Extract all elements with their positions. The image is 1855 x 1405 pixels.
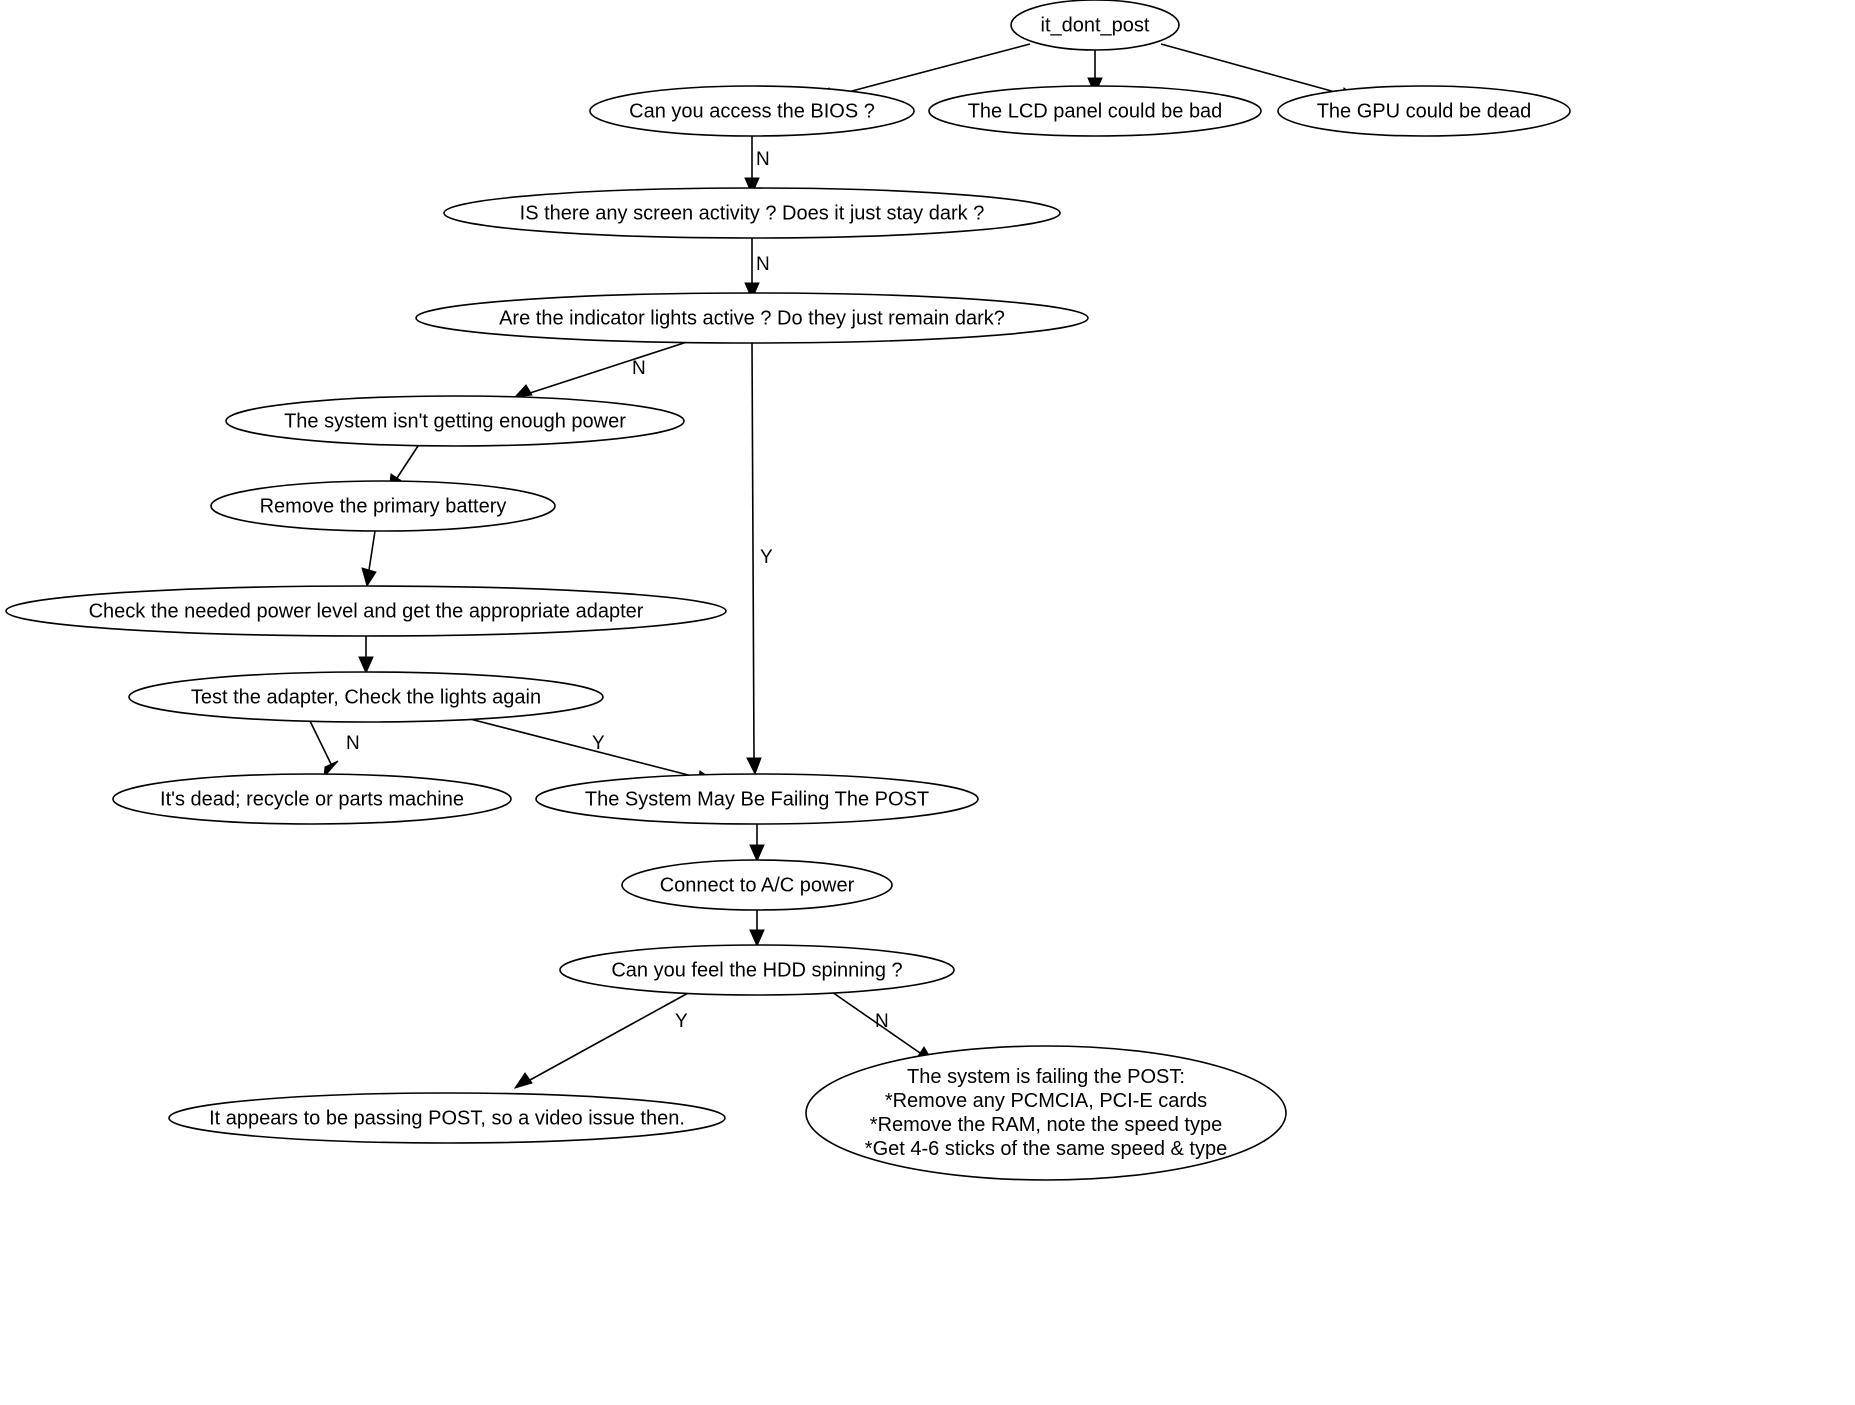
arrowhead-icon	[361, 567, 377, 588]
node-label: Test the adapter, Check the lights again	[191, 686, 541, 708]
edge-line	[396, 445, 419, 479]
edge-line	[309, 720, 332, 765]
edge-hdd-to-video	[513, 991, 691, 1089]
edge-line	[751, 342, 755, 759]
node-label: It appears to be passing POST, so a vide…	[209, 1107, 685, 1129]
node-shape	[621, 859, 893, 911]
node-label: Check the needed power level and get the…	[89, 600, 644, 622]
node-shape	[112, 773, 512, 825]
node-failpost[interactable]: The system is failing the POST:*Remove a…	[805, 1045, 1287, 1181]
node-label-line: *Get 4-6 sticks of the same speed & type	[865, 1138, 1227, 1160]
edge-line	[469, 718, 701, 779]
node-label: The GPU could be dead	[1317, 100, 1532, 122]
node-label: The System May Be Failing The POST	[585, 788, 929, 810]
edge-label: N	[632, 358, 646, 379]
node-label-line: *Remove the RAM, note the speed type	[870, 1114, 1222, 1136]
arrowhead-icon	[749, 929, 765, 948]
arrowhead-icon	[323, 760, 339, 779]
arrowhead-icon	[744, 177, 760, 196]
node-test[interactable]: Test the adapter, Check the lights again	[128, 671, 604, 723]
edge-label: N	[756, 149, 770, 170]
edge-label: N	[346, 733, 360, 754]
node-root[interactable]: it_dont_post	[1010, 0, 1180, 51]
edge-line	[832, 43, 1031, 97]
node-hdd[interactable]: Can you feel the HDD spinning ?	[559, 944, 955, 996]
node-shape	[415, 292, 1089, 344]
node-label: It's dead; recycle or parts machine	[160, 788, 464, 810]
edge-label: Y	[592, 733, 605, 754]
node-shape	[443, 187, 1061, 239]
node-shape	[210, 480, 556, 532]
node-shape	[1277, 85, 1571, 137]
node-shape	[589, 85, 915, 137]
node-power[interactable]: The system isn't getting enough power	[225, 395, 685, 447]
arrowhead-icon	[749, 844, 765, 863]
node-bios[interactable]: Can you access the BIOS ?	[589, 85, 915, 137]
arrowhead-icon	[746, 757, 762, 776]
edge-acpower-to-hdd	[749, 910, 765, 948]
node-label: The LCD panel could be bad	[968, 100, 1223, 122]
edge-label: Y	[675, 1011, 688, 1032]
edge-battery-to-adapter	[361, 530, 377, 588]
node-adapter[interactable]: Check the needed power level and get the…	[5, 585, 727, 637]
node-label: Connect to A/C power	[660, 874, 855, 896]
node-label: Can you feel the HDD spinning ?	[611, 959, 902, 981]
edge-label: Y	[760, 547, 773, 568]
arrowhead-icon	[358, 656, 374, 675]
node-acpower[interactable]: Connect to A/C power	[621, 859, 893, 911]
edge-adapter-to-test	[358, 636, 374, 675]
edge-screen-to-lights	[744, 238, 760, 301]
edge-lights-to-postfail	[746, 342, 762, 776]
edge-line	[831, 991, 921, 1054]
edge-label: N	[756, 254, 770, 275]
node-label: The system isn't getting enough power	[284, 410, 626, 432]
node-label: IS there any screen activity ? Does it j…	[520, 202, 985, 224]
node-label: it_dont_post	[1041, 14, 1150, 36]
node-shape	[559, 944, 955, 996]
node-postfail[interactable]: The System May Be Failing The POST	[535, 773, 979, 825]
edge-bios-to-screen	[744, 136, 760, 196]
node-label: The system is failing the POST:*Remove a…	[865, 1066, 1227, 1160]
node-shape	[225, 395, 685, 447]
node-screen[interactable]: IS there any screen activity ? Does it j…	[443, 187, 1061, 239]
edge-line	[368, 530, 376, 571]
node-shape	[5, 585, 727, 637]
node-label-line: The system is failing the POST:	[907, 1066, 1185, 1088]
node-shape	[168, 1092, 726, 1144]
edge-line	[529, 991, 691, 1081]
node-lights[interactable]: Are the indicator lights active ? Do the…	[415, 292, 1089, 344]
edge-labels-layer: N N N Y N Y Y N	[346, 149, 889, 1032]
node-shape	[1010, 0, 1180, 51]
node-shape	[535, 773, 979, 825]
edge-postfail-to-acpower	[749, 824, 765, 863]
arrowhead-icon	[513, 384, 533, 398]
node-label: Remove the primary battery	[260, 495, 507, 517]
arrowhead-icon	[513, 1072, 533, 1089]
edge-test-to-dead	[309, 720, 339, 779]
node-label: Are the indicator lights active ? Do the…	[499, 307, 1005, 329]
node-shape	[928, 85, 1262, 137]
arrowhead-icon	[744, 282, 760, 301]
node-battery[interactable]: Remove the primary battery	[210, 480, 556, 532]
node-gpu[interactable]: The GPU could be dead	[1277, 85, 1571, 137]
edges-layer	[309, 43, 1360, 1089]
edge-line	[1160, 43, 1347, 96]
node-shape	[128, 671, 604, 723]
node-label-line: *Remove any PCMCIA, PCI-E cards	[885, 1090, 1207, 1112]
node-label: Can you access the BIOS ?	[629, 100, 875, 122]
edge-label: N	[875, 1011, 889, 1032]
node-dead[interactable]: It's dead; recycle or parts machine	[112, 773, 512, 825]
node-video[interactable]: It appears to be passing POST, so a vide…	[168, 1092, 726, 1144]
edge-line	[529, 340, 691, 394]
node-shape	[805, 1045, 1287, 1181]
node-lcd[interactable]: The LCD panel could be bad	[928, 85, 1262, 137]
edge-lights-to-power	[513, 340, 691, 398]
